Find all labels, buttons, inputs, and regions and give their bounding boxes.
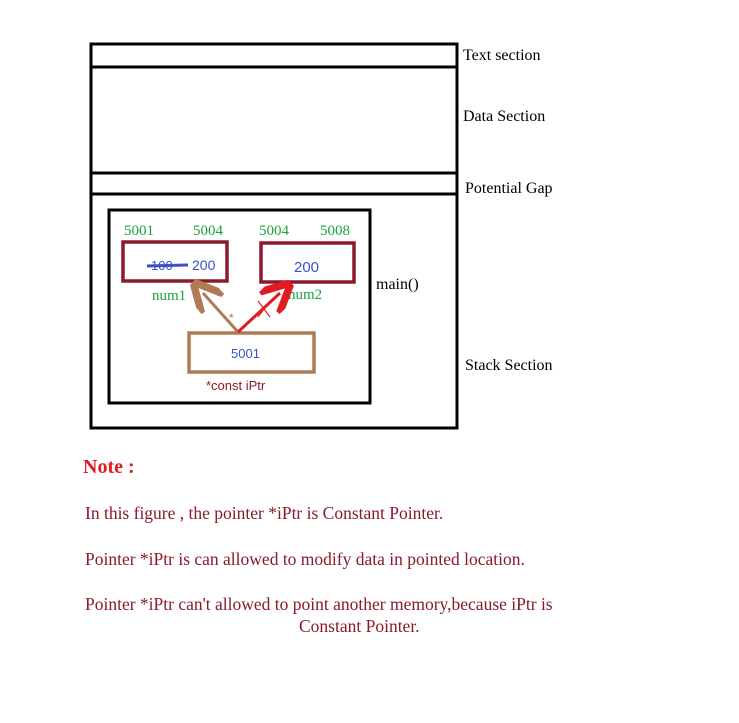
note-line-3a: Pointer *iPtr can't allowed to point ano… — [85, 594, 553, 614]
num1-value: 200 — [192, 257, 216, 273]
label-stack-section: Stack Section — [465, 357, 553, 374]
num2-addr-end: 5008 — [320, 223, 350, 239]
note-line-3b: Constant Pointer. — [299, 616, 420, 636]
iptr-box — [187, 331, 316, 374]
iptr-label: *const iPtr — [206, 378, 266, 393]
num1-old-value-strike — [146, 263, 189, 268]
note-line-2: Pointer *iPtr is can allowed to modify d… — [85, 549, 525, 569]
num2-label: num2 — [288, 287, 322, 303]
num2-box — [259, 241, 356, 284]
label-data-section: Data Section — [463, 108, 545, 125]
num2-value: 200 — [294, 259, 319, 276]
arrow-iptr-to-num1 — [203, 293, 240, 334]
iptr-value: 5001 — [231, 346, 260, 361]
main-frame-box — [107, 208, 372, 405]
cross-mark-icon — [257, 300, 271, 318]
label-potential-gap: Potential Gap — [465, 180, 553, 197]
memory-outer-box — [89, 42, 459, 430]
note-heading: Note : — [83, 456, 135, 478]
num1-addr-end: 5004 — [193, 223, 224, 239]
num1-addr-start: 5001 — [124, 223, 154, 239]
note-line-1: In this figure , the pointer *iPtr is Co… — [85, 503, 444, 523]
num1-label: num1 — [152, 288, 186, 304]
label-text-section: Text section — [463, 47, 541, 64]
main-frame-label: main() — [376, 276, 419, 293]
num1-box — [121, 240, 229, 283]
arrow-iptr-to-num2 — [236, 293, 280, 334]
num2-addr-start: 5004 — [259, 223, 290, 239]
arrow-asterisk: * — [229, 311, 234, 325]
